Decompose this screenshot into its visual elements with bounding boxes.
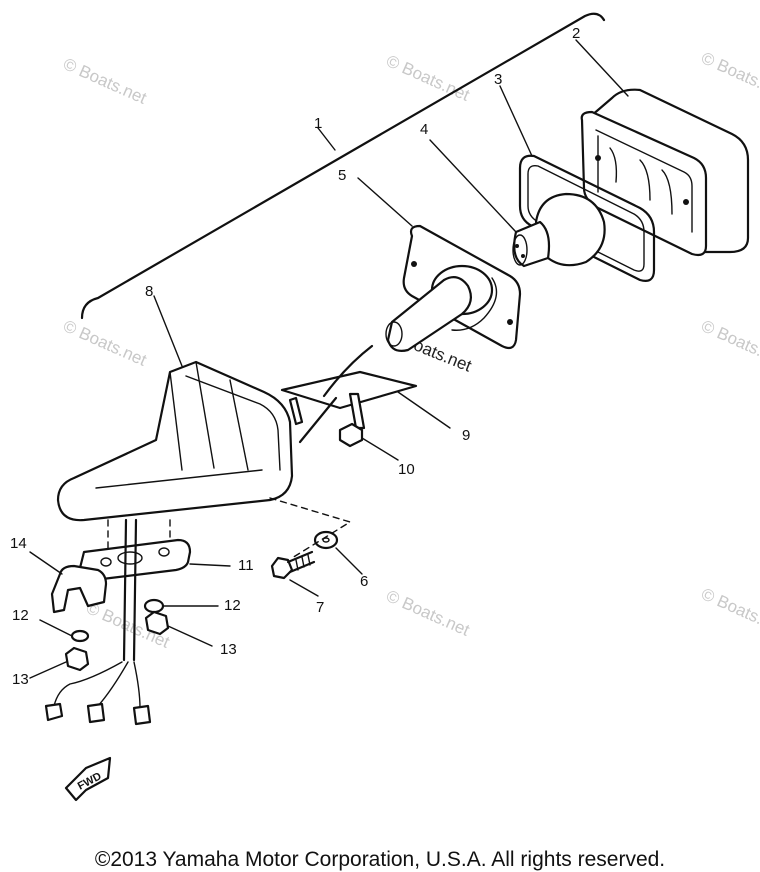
socket-plate <box>357 177 522 352</box>
lens-housing <box>575 39 750 257</box>
watermark: © Boats.net <box>698 48 760 102</box>
callout-12-left: 12 <box>12 607 29 624</box>
fwd-arrow: FWD <box>64 756 112 802</box>
bolt-7 <box>270 550 319 597</box>
callout-6: 6 <box>360 573 368 590</box>
bulb <box>429 139 606 268</box>
clamp-14 <box>29 551 108 614</box>
watermark: © Boats.net <box>698 316 760 370</box>
callout-4: 4 <box>420 121 428 138</box>
washer-6 <box>313 530 363 575</box>
watermark: © Boats.net <box>383 51 472 105</box>
callout-2: 2 <box>572 25 580 42</box>
nuts-12-13 <box>29 598 219 679</box>
watermark: © Boats.net <box>698 584 760 638</box>
callout-13-left: 13 <box>12 671 29 688</box>
watermark: © Boats.net <box>383 586 472 640</box>
watermark: © Boats.net <box>60 316 149 370</box>
lamp-bracket <box>56 295 294 522</box>
copyright-notice: ©2013 Yamaha Motor Corporation, U.S.A. A… <box>94 848 666 871</box>
wire-harness <box>44 518 152 726</box>
assembly-bracket <box>80 12 606 320</box>
callout-12-right: 12 <box>224 597 241 614</box>
callout-3: 3 <box>494 71 502 88</box>
callout-1: 1 <box>314 115 322 132</box>
callout-10: 10 <box>398 461 415 478</box>
plate-bracket <box>280 344 451 444</box>
callout-14: 14 <box>10 535 27 552</box>
watermark: © Boats.net <box>60 54 149 108</box>
callout-11: 11 <box>238 557 254 574</box>
gasket <box>499 85 656 282</box>
callout-5: 5 <box>338 167 346 184</box>
callout-labels: 1 2 3 4 5 6 7 8 9 10 11 12 12 13 13 14 <box>10 25 580 688</box>
callout-9: 9 <box>462 427 470 444</box>
nut-10 <box>338 422 399 461</box>
callout-8: 8 <box>145 283 153 300</box>
callout-7: 7 <box>316 599 324 616</box>
callout-13-right: 13 <box>220 641 237 658</box>
